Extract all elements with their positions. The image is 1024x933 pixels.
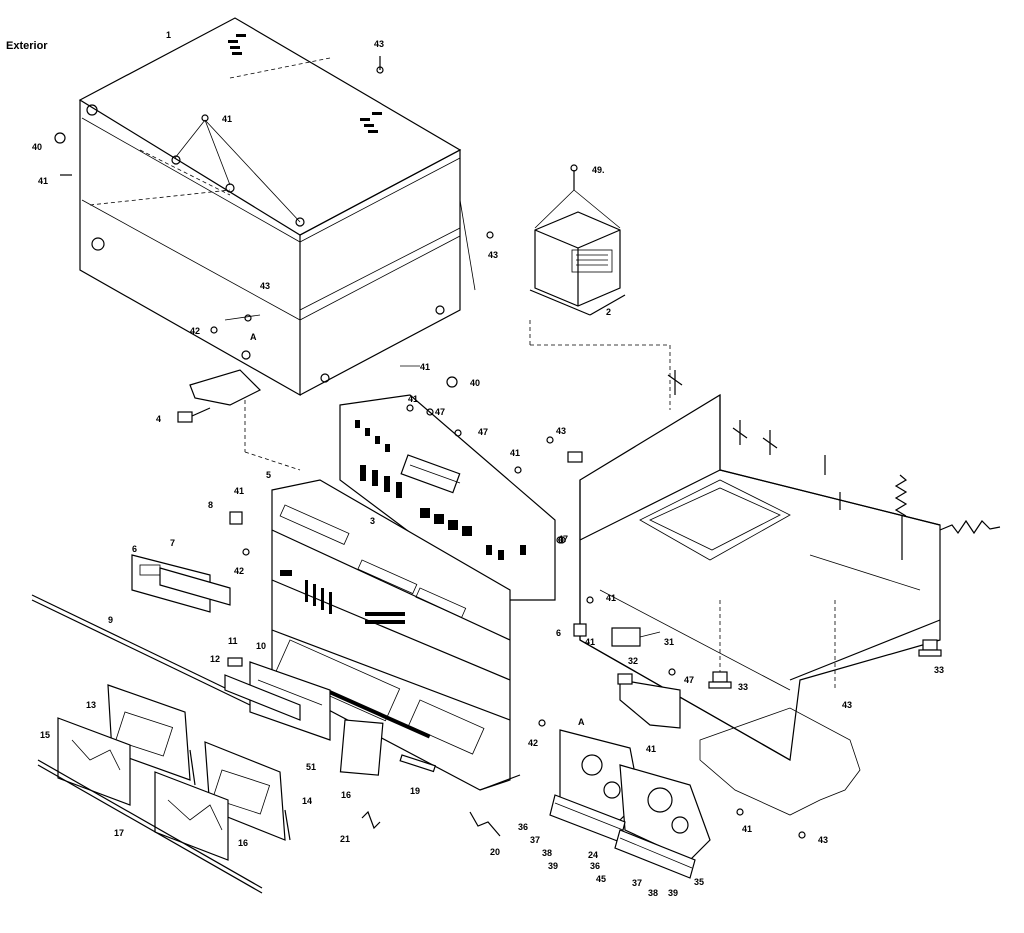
bottom-plate (699, 707, 861, 816)
callout-47: 47 (478, 427, 488, 437)
diagram-title: Exterior (6, 40, 48, 52)
callout-19: 19 (410, 786, 420, 796)
chassis (579, 370, 1001, 761)
callout-11: 11 (228, 636, 238, 646)
callout-41: 41 (646, 744, 656, 754)
callout-41: 41 (234, 486, 244, 496)
callout-41: 41 (38, 176, 48, 186)
callout-33: 33 (738, 682, 748, 692)
callout-A: A (578, 717, 585, 727)
callout-38: 38 (648, 888, 658, 898)
callout-43: 43 (260, 281, 270, 291)
main-pcb (339, 394, 564, 601)
callout-20: 20 (490, 847, 500, 857)
callout-41: 41 (408, 394, 418, 404)
callout-16: 16 (238, 838, 248, 848)
cover-screws (54, 56, 494, 388)
callout-6: 6 (556, 628, 561, 638)
callout-15: 15 (40, 730, 50, 740)
callout-13: 13 (86, 700, 96, 710)
callout-43: 43 (374, 39, 384, 49)
callout-37: 37 (530, 835, 540, 845)
transformer (529, 164, 671, 410)
callout-41: 41 (222, 114, 232, 124)
callout-40: 40 (470, 378, 480, 388)
callout-24: 24 (588, 850, 598, 860)
callout-33: 33 (934, 665, 944, 675)
callout-39: 39 (548, 861, 558, 871)
callout-8: 8 (208, 500, 213, 510)
callout-36: 36 (590, 861, 600, 871)
callout-3: 3 (370, 516, 375, 526)
callout-9: 9 (108, 615, 113, 625)
callout-41: 41 (742, 824, 752, 834)
callout-43: 43 (556, 426, 566, 436)
callout-51: 51 (306, 762, 316, 772)
callout-38: 38 (542, 848, 552, 858)
callout-43: 43 (488, 250, 498, 260)
callout-labels: 1 43 41 40 41 43 43 42 A 41 40 4 49. 2 4… (32, 30, 944, 898)
callout-1: 1 (166, 30, 171, 40)
callout-5: 5 (266, 470, 271, 480)
front-trim-parts (31, 436, 806, 894)
callout-41: 41 (420, 362, 430, 372)
callout-4: 4 (156, 414, 161, 424)
callout-36: 36 (518, 822, 528, 832)
callout-41: 41 (606, 593, 616, 603)
callout-14: 14 (302, 796, 312, 806)
switch-bracket (177, 314, 301, 471)
callout-41: 41 (510, 448, 520, 458)
callout-A: A (250, 332, 257, 342)
callout-42: 42 (190, 326, 200, 336)
callout-16: 16 (341, 790, 351, 800)
callout-31: 31 (664, 637, 674, 647)
callout-2: 2 (606, 307, 611, 317)
callout-6: 6 (132, 544, 137, 554)
foot-parts (708, 639, 942, 689)
callout-39: 39 (668, 888, 678, 898)
callout-35: 35 (694, 877, 704, 887)
callout-10: 10 (256, 641, 266, 651)
callout-17: 17 (114, 828, 124, 838)
top-cover (78, 17, 462, 397)
callout-47: 47 (558, 534, 568, 544)
callout-7: 7 (170, 538, 175, 548)
callout-37: 37 (632, 878, 642, 888)
callout-47: 47 (435, 407, 445, 417)
callout-21: 21 (340, 834, 350, 844)
callout-43: 43 (842, 700, 852, 710)
callout-32: 32 (628, 656, 638, 666)
callout-40: 40 (32, 142, 42, 152)
callout-42: 42 (528, 738, 538, 748)
callout-43: 43 (818, 835, 828, 845)
callout-41: 41 (585, 637, 595, 647)
tape-mechanisms (549, 673, 711, 879)
callout-49: 49. (592, 165, 605, 175)
callout-47: 47 (684, 675, 694, 685)
callout-42: 42 (234, 566, 244, 576)
callout-12: 12 (210, 654, 220, 664)
callout-45: 45 (596, 874, 606, 884)
